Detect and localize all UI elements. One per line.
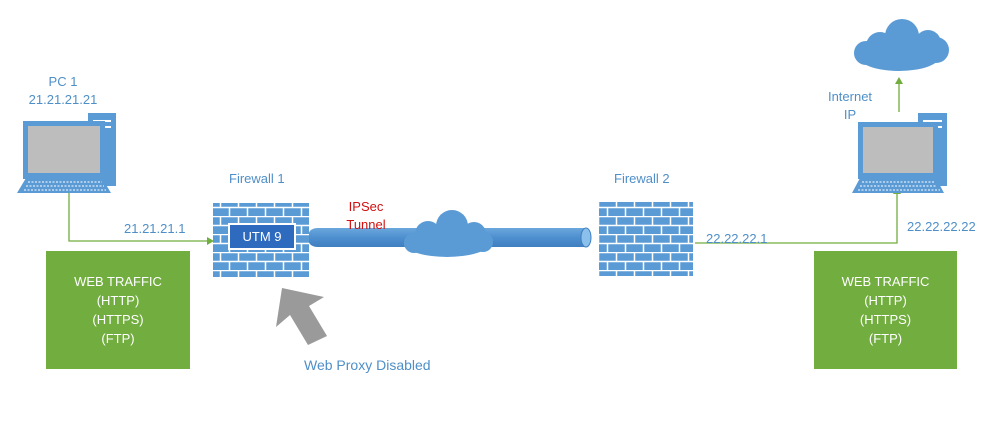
traffic-line: (FTP) bbox=[868, 331, 903, 346]
link-arrowhead bbox=[207, 237, 214, 245]
link-arrowhead bbox=[895, 77, 903, 84]
firewall1-label: Firewall 1 bbox=[229, 171, 285, 186]
computer-icon bbox=[17, 113, 116, 193]
pc1-to-firewall1-link bbox=[68, 192, 207, 242]
pc2-ip: 22.22.22.22 bbox=[907, 219, 976, 234]
pc1-ip: 21.21.21.21 bbox=[28, 92, 98, 107]
cloud-icon bbox=[854, 19, 949, 71]
pc2-line2: IP bbox=[843, 107, 857, 122]
arrow-icon bbox=[276, 288, 327, 345]
firewall2-to-pc2-link bbox=[695, 194, 898, 244]
firewall2-gateway-ip: 22.22.22.1 bbox=[706, 231, 768, 246]
utm-appliance: UTM 9 bbox=[228, 223, 296, 250]
traffic-line: (HTTP) bbox=[864, 293, 907, 308]
computer-icon bbox=[852, 113, 947, 193]
firewall2-label: Firewall 2 bbox=[614, 171, 670, 186]
pc2-line1: Internet bbox=[827, 89, 873, 104]
pc1-label: PC 1 21.21.21.21 bbox=[20, 73, 106, 109]
web-traffic-box-left: WEB TRAFFIC (HTTP) (HTTPS) (FTP) bbox=[46, 251, 190, 369]
traffic-line: WEB TRAFFIC bbox=[74, 274, 162, 289]
web-traffic-box-right: WEB TRAFFIC (HTTP) (HTTPS) (FTP) bbox=[814, 251, 957, 369]
firewall1-gateway-ip: 21.21.21.1 bbox=[124, 221, 186, 236]
traffic-line: (HTTPS) bbox=[92, 312, 144, 327]
utm-label: UTM 9 bbox=[242, 229, 282, 244]
tunnel-label: IPSec Tunnel bbox=[336, 198, 396, 234]
cloud-icon bbox=[404, 210, 493, 257]
traffic-line: (FTP) bbox=[101, 331, 135, 346]
traffic-line: WEB TRAFFIC bbox=[841, 274, 930, 289]
connectors bbox=[68, 77, 903, 245]
traffic-line: (HTTPS) bbox=[859, 312, 912, 327]
pc1-name: PC 1 bbox=[48, 74, 78, 89]
firewall-icon bbox=[599, 202, 693, 276]
web-proxy-note: Web Proxy Disabled bbox=[304, 357, 431, 373]
tunnel-line2: Tunnel bbox=[346, 217, 386, 232]
traffic-line: (HTTP) bbox=[96, 293, 140, 308]
tunnel-line1: IPSec bbox=[348, 199, 384, 214]
pc2-label: Internet IP bbox=[815, 88, 885, 124]
